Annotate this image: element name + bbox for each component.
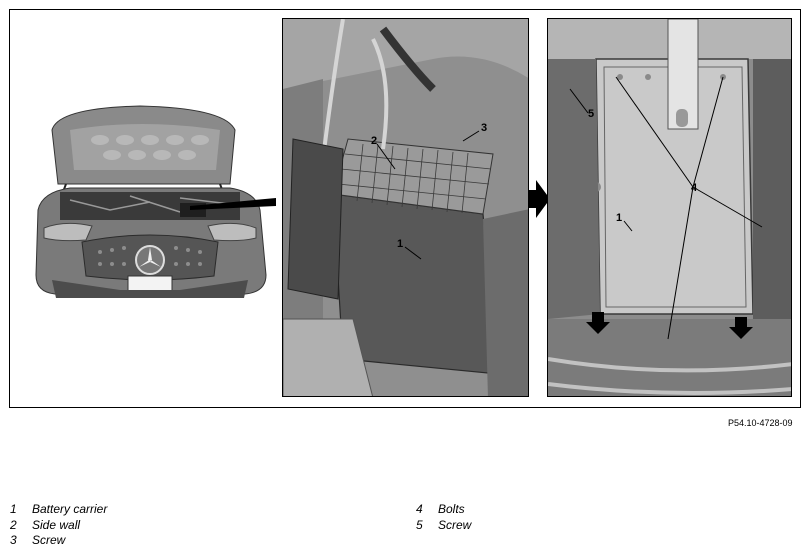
- legend-left: 1 Battery carrier 2 Side wall 3 Screw: [10, 502, 107, 549]
- legend-label: Bolts: [438, 502, 465, 516]
- star-emblem: [135, 245, 165, 275]
- legend-label: Screw: [438, 517, 472, 532]
- legend-item: 5 Screw: [416, 518, 471, 534]
- callout-1-leader: [404, 246, 422, 260]
- car-illustration: [35, 105, 276, 298]
- legend-item: 1 Battery carrier: [10, 502, 107, 518]
- legend-number: 1: [10, 502, 17, 516]
- legend-number: 3: [10, 533, 17, 547]
- arrow-right-icon: [528, 180, 550, 218]
- legend-number: 4: [416, 502, 423, 516]
- legend-item: 2 Side wall: [10, 518, 107, 534]
- callout-3: 3: [481, 122, 487, 134]
- legend-item: 4 Bolts: [416, 502, 471, 518]
- arrow-down-icon: [586, 312, 610, 334]
- legend-item: 3 Screw: [10, 533, 107, 549]
- callout-5: 5: [588, 108, 594, 120]
- legend-right: 4 Bolts 5 Screw: [416, 502, 471, 533]
- callout-3-leader: [462, 130, 480, 142]
- detail-panel-right: 5 4 1: [547, 18, 792, 397]
- legend-number: 2: [10, 517, 17, 532]
- legend-label: Battery carrier: [32, 502, 108, 516]
- arrow-down-icon: [729, 317, 753, 339]
- legend-number: 5: [416, 517, 423, 532]
- callout-4: 4: [691, 182, 698, 194]
- callout-2-leader: [376, 143, 396, 170]
- legend-label: Side wall: [32, 517, 81, 532]
- callout-1: 1: [397, 238, 403, 250]
- callout-1-right: 1: [616, 212, 622, 224]
- legend-label: Screw: [32, 533, 66, 547]
- callout-2: 2: [371, 135, 377, 147]
- figure-reference-code: P54.10-4728-09: [728, 418, 793, 428]
- detail-panel-left: 2 3 1: [282, 18, 529, 397]
